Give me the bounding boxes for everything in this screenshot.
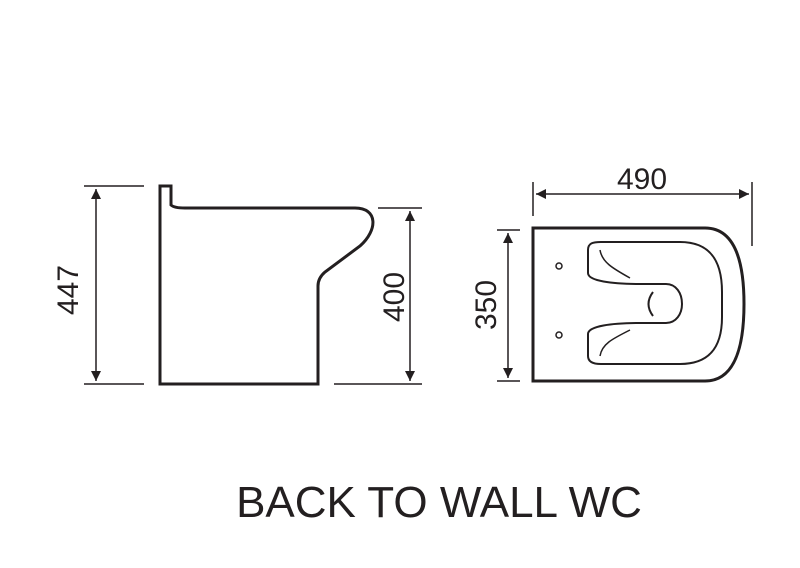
projection-490-dimension: [532, 182, 753, 246]
plan-view: [531, 226, 746, 383]
projection-490-label: 490: [617, 163, 667, 196]
height-447-dimension: [84, 185, 144, 385]
height-400-label: 400: [378, 272, 411, 322]
diagram-title: BACK TO WALL WC: [236, 478, 642, 527]
height-400-dimension: [334, 207, 422, 385]
width-350-dimension: [497, 229, 520, 382]
side-view: [158, 184, 375, 386]
height-447-label: 447: [52, 265, 85, 315]
width-350-label: 350: [470, 280, 503, 330]
